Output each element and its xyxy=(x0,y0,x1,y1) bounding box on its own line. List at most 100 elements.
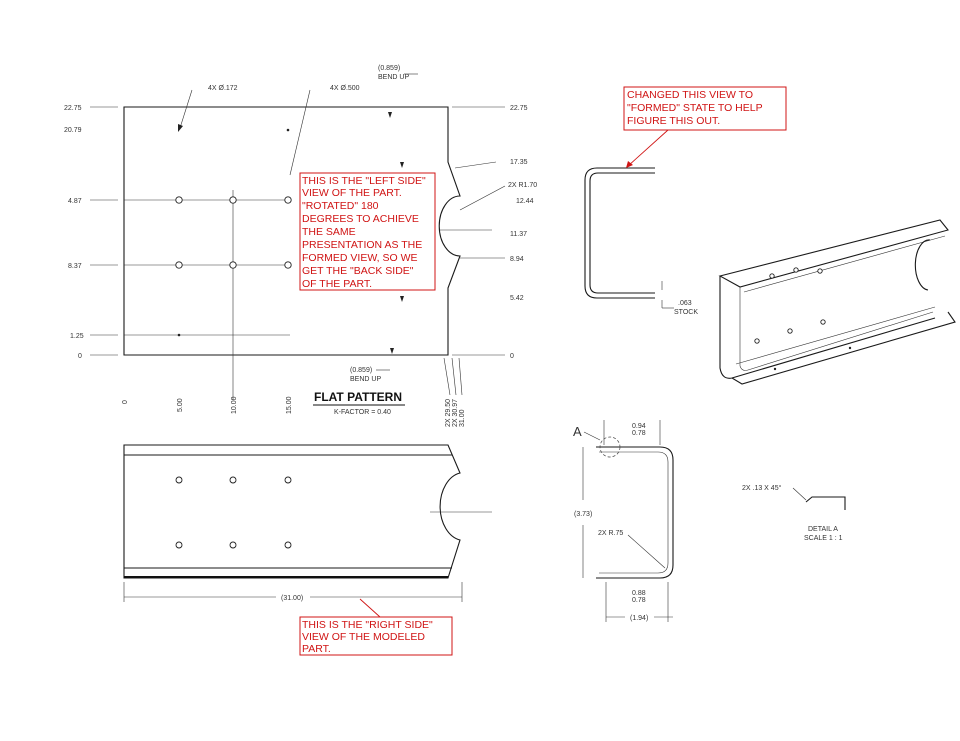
left-dim: 0 xyxy=(78,353,82,360)
leader-arrow xyxy=(178,124,183,132)
right-dim: 5.42 xyxy=(510,295,524,302)
right-dim: 12.44 xyxy=(516,198,534,205)
large-hole-callout: 4X Ø.500 xyxy=(330,85,360,92)
right-side-note-box xyxy=(299,616,453,656)
note-line: FIGURE THIS OUT. xyxy=(627,115,720,127)
iso-web xyxy=(719,276,936,379)
bend-mark xyxy=(388,112,392,118)
bottom-dim: 10.00 xyxy=(231,396,238,414)
flat-pattern-view: 4X Ø.172 4X Ø.500 (0.859) BEND UP (0.859… xyxy=(64,65,537,427)
note-line: DEGREES TO ACHIEVE xyxy=(302,213,419,225)
bottom-dim: 15.00 xyxy=(286,396,293,414)
detail-leader xyxy=(583,431,601,441)
right-side-view: (31.00) THIS IS THE "RIGHT SIDE" VIEW OF… xyxy=(123,444,492,656)
leader-line xyxy=(289,89,311,176)
note-line: "ROTATED" 180 xyxy=(302,200,379,212)
flat-pattern-title: FLAT PATTERN xyxy=(314,390,402,404)
hole xyxy=(175,476,183,484)
k-factor-label: K-FACTOR = 0.40 xyxy=(334,409,391,416)
bend-mark xyxy=(400,162,404,168)
isometric-view xyxy=(718,219,956,385)
formed-profile-outer xyxy=(584,167,655,299)
chamfer-leader xyxy=(792,487,807,501)
detail-a-scale: SCALE 1 : 1 xyxy=(804,535,843,542)
hole xyxy=(229,541,237,549)
end-view-inner xyxy=(599,451,669,574)
top-dim: 0.94 xyxy=(632,423,646,430)
hole xyxy=(175,196,183,204)
right-dim: 11.37 xyxy=(510,231,527,238)
stock-label: .063 xyxy=(678,300,692,307)
bend-note-bottom: BEND UP xyxy=(350,376,381,383)
iso-end-cutout xyxy=(914,239,931,291)
radius-leader xyxy=(459,185,506,211)
bend-mark xyxy=(400,296,404,302)
right-view-outline xyxy=(123,444,461,579)
bottom-right-dim: 2X 29.50 xyxy=(445,399,452,427)
hole xyxy=(817,268,823,274)
hole xyxy=(754,338,760,344)
hole xyxy=(793,267,799,273)
note-line: THE SAME xyxy=(302,226,356,238)
note-arrow xyxy=(627,129,669,167)
hole xyxy=(229,196,237,204)
dim-leader xyxy=(451,357,457,396)
note-line: FORMED VIEW, SO WE xyxy=(302,252,418,264)
bottom-right-dim: 2X 30.97 xyxy=(452,399,459,427)
note-line: VIEW OF THE PART. xyxy=(302,187,402,199)
left-dim: 4.87 xyxy=(68,198,82,205)
note-line: THIS IS THE "RIGHT SIDE" xyxy=(302,619,433,631)
hole-mark xyxy=(773,367,777,371)
detail-a-profile xyxy=(805,496,846,510)
hole xyxy=(175,541,183,549)
iso-bend-line xyxy=(735,306,936,365)
chamfer-dim: 2X .13 X 45° xyxy=(742,484,782,492)
iso-web-inner xyxy=(739,287,934,371)
overall-width-dim: (1.94) xyxy=(630,615,648,622)
hole xyxy=(284,541,292,549)
note-line: "FORMED" STATE TO HELP xyxy=(627,102,763,114)
hole xyxy=(175,261,183,269)
right-dim: 22.75 xyxy=(510,105,528,112)
stock-label: STOCK xyxy=(674,309,698,316)
formed-state-note-box xyxy=(623,86,787,131)
right-dim: 0 xyxy=(510,353,514,360)
detail-a-view: 2X .13 X 45° DETAIL A SCALE 1 : 1 xyxy=(742,484,846,542)
hole xyxy=(229,476,237,484)
bottom-right-dim: 31.00 xyxy=(459,409,466,427)
hole xyxy=(787,328,793,334)
hole-mark xyxy=(177,333,181,337)
hole xyxy=(284,476,292,484)
note-line: GET THE "BACK SIDE" xyxy=(302,265,414,277)
hole xyxy=(769,273,775,279)
overall-length-dim: (31.00) xyxy=(281,595,303,602)
bend-note-bottom: (0.859) xyxy=(350,367,372,374)
bottom-dim: 5.00 xyxy=(177,398,184,412)
note-line: VIEW OF THE MODELED xyxy=(302,631,425,643)
iso-bend-line xyxy=(743,235,946,293)
hole-mark xyxy=(286,128,290,132)
note-arrow xyxy=(359,598,381,618)
hole xyxy=(820,319,826,325)
iso-bottom-flange xyxy=(731,311,956,385)
right-dim: 2X R1.70 xyxy=(508,182,537,189)
hole xyxy=(229,261,237,269)
left-dim: 1.25 xyxy=(70,333,84,340)
iso-top-flange xyxy=(718,219,949,288)
dim-leader xyxy=(458,357,463,396)
left-dim: 22.75 xyxy=(64,105,82,112)
formed-section-view: .063 STOCK CHANGED THIS VIEW TO "FORMED"… xyxy=(584,86,787,316)
small-hole-callout: 4X Ø.172 xyxy=(208,85,238,92)
flat-pattern-outline xyxy=(123,106,461,356)
hole xyxy=(284,261,292,269)
right-dim: 8.94 xyxy=(510,256,524,263)
height-dim: (3.73) xyxy=(574,511,592,518)
note-arrowhead xyxy=(626,161,633,168)
hole xyxy=(284,196,292,204)
note-line: PRESENTATION AS THE xyxy=(302,239,422,251)
detail-a-circle xyxy=(599,436,621,458)
bottom-dim: 0 xyxy=(122,400,129,404)
left-dim: 8.37 xyxy=(68,263,82,270)
left-side-note-box xyxy=(299,172,436,291)
